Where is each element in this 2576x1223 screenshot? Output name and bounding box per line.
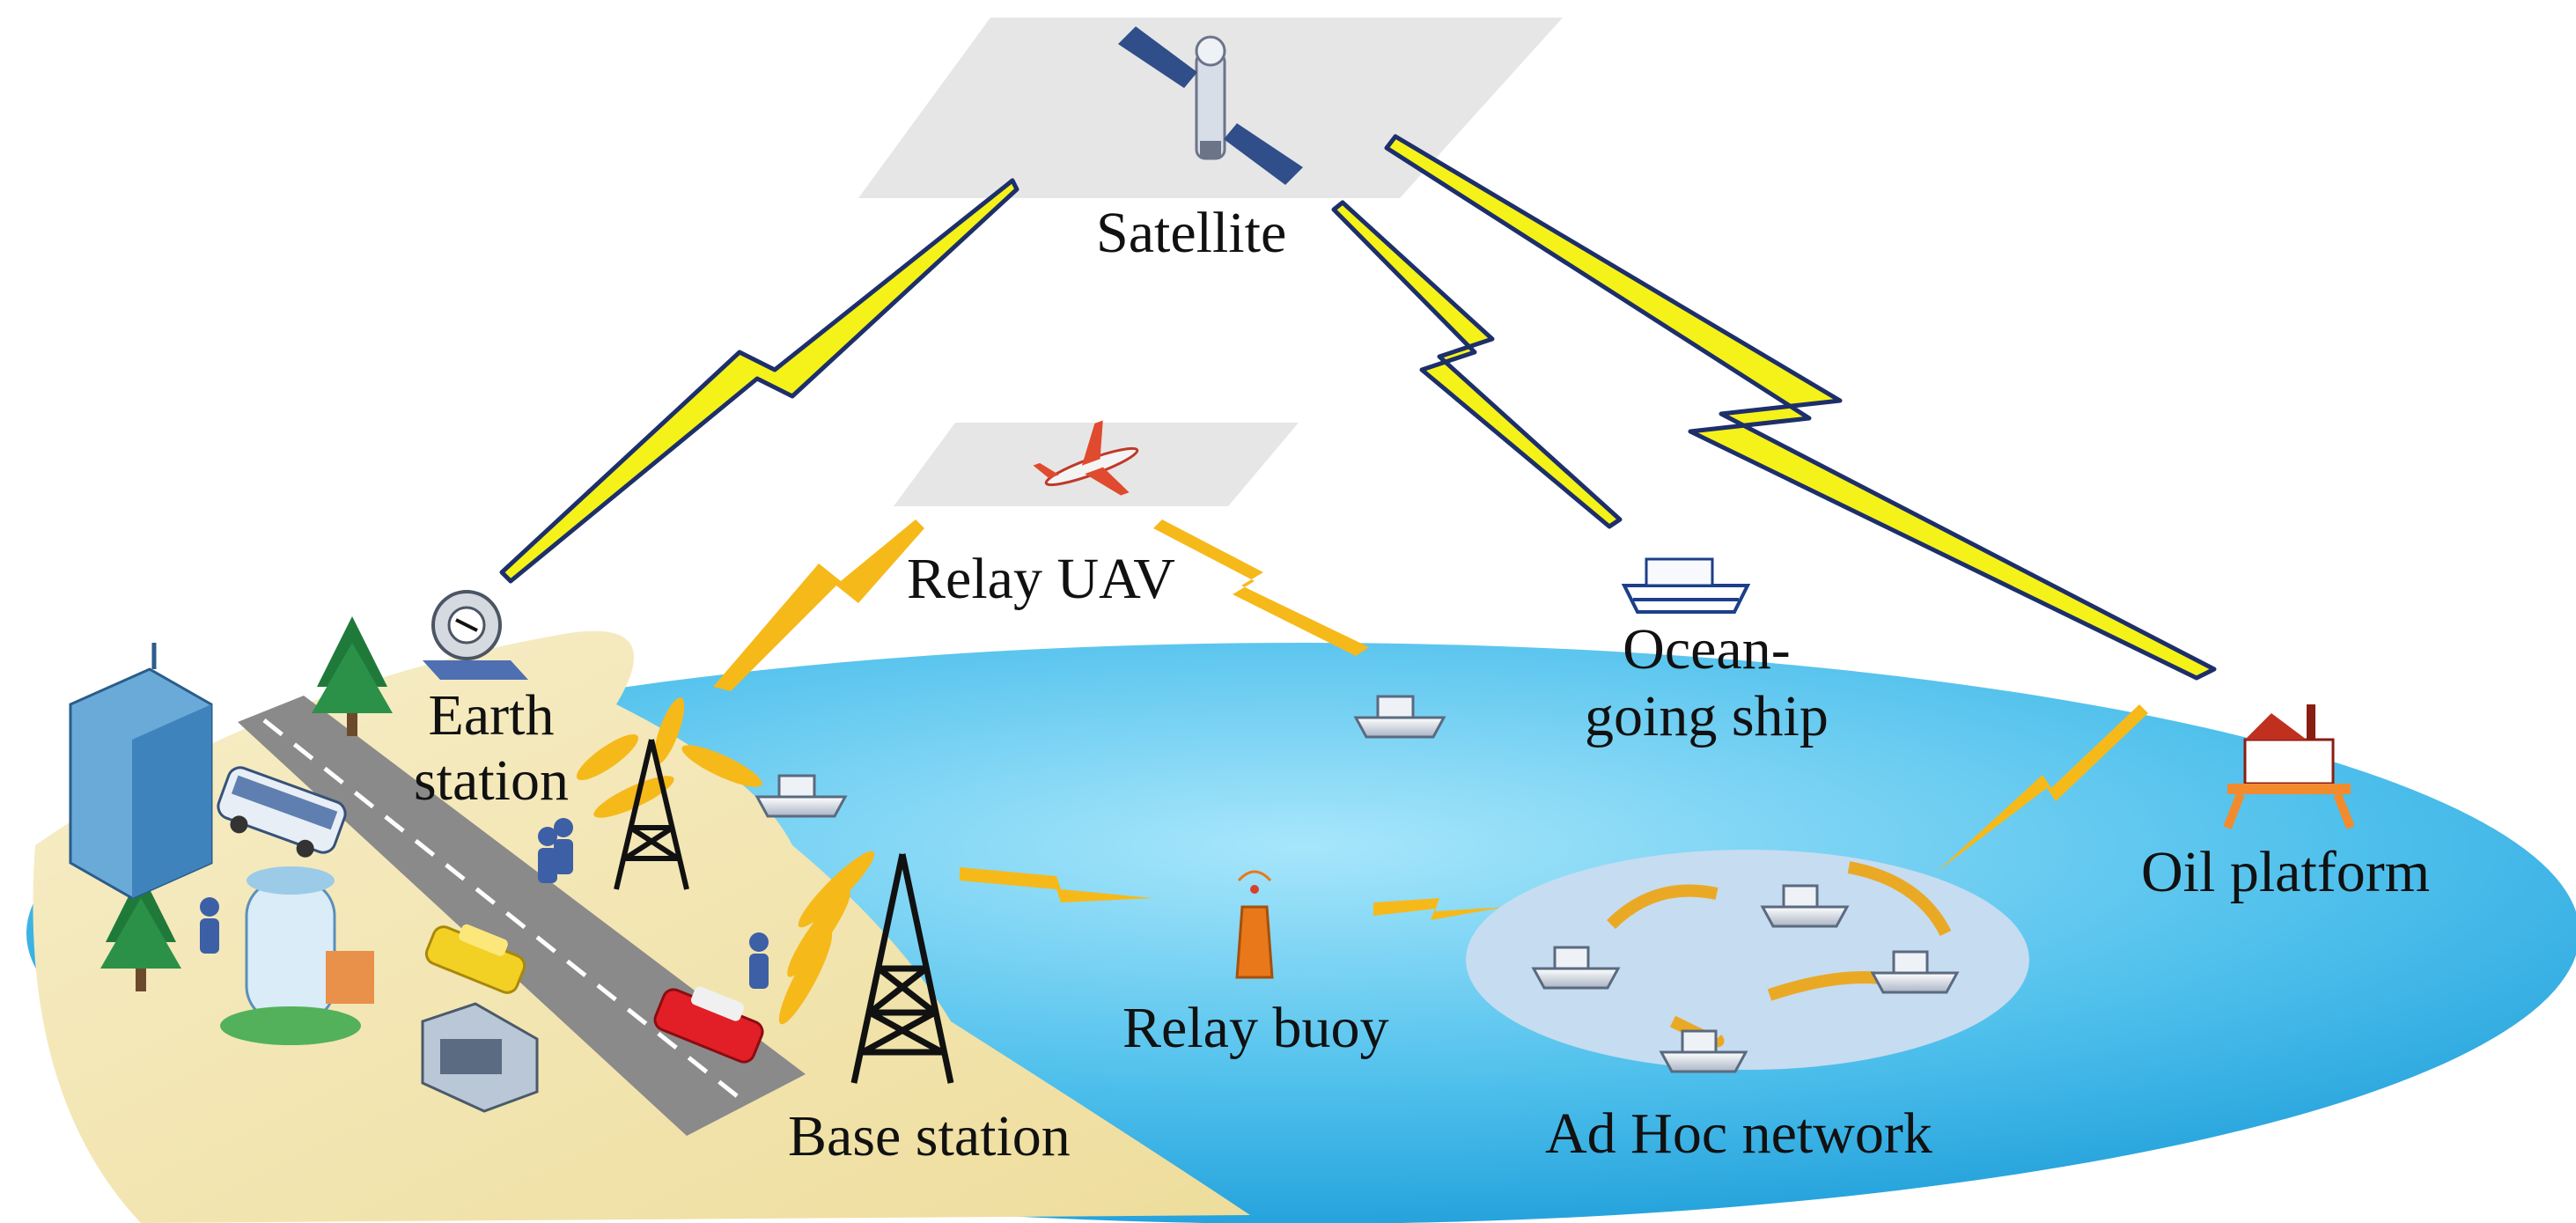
base-station-label: Base station xyxy=(788,1104,1071,1168)
relay-buoy-label: Relay buoy xyxy=(1122,996,1389,1060)
tree-icon xyxy=(312,616,393,736)
earth-station-label: Earth station xyxy=(414,683,569,813)
ship-icon xyxy=(1659,1029,1748,1073)
oil-platform-icon xyxy=(2223,704,2355,829)
adhoc-network-label: Ad Hoc network xyxy=(1545,1101,1932,1166)
car-icon xyxy=(653,986,764,1064)
satellite-link-oil-platform xyxy=(1384,134,2217,681)
adhoc-network xyxy=(1466,850,2029,1070)
satellite-link-ship xyxy=(1331,200,1623,529)
tower-icon xyxy=(850,853,954,1084)
airplane-icon xyxy=(1033,420,1139,496)
ship-icon xyxy=(1531,946,1621,990)
satellite-icon xyxy=(1118,26,1303,185)
bus-icon xyxy=(217,766,347,858)
car-icon xyxy=(424,924,526,994)
buoy-icon xyxy=(1235,870,1274,979)
radio-beams xyxy=(576,519,2148,1025)
tree-icon xyxy=(100,872,181,991)
ship-icon xyxy=(754,774,848,818)
building-icon xyxy=(421,1002,539,1113)
person-icon xyxy=(200,818,769,989)
satellite-link-earth-station xyxy=(499,178,1019,584)
ship-icon xyxy=(1353,695,1446,739)
oil-platform-label: Oil platform xyxy=(2141,840,2431,904)
dish-icon xyxy=(423,590,528,680)
tower-icon xyxy=(614,739,689,890)
relay-uav-label: Relay UAV xyxy=(907,547,1175,611)
ship-icon xyxy=(1760,884,1850,928)
ocean-ship-label: Ocean- going ship xyxy=(1585,617,1829,748)
ship-icon xyxy=(1870,950,1960,994)
building-icon xyxy=(69,643,213,900)
ship-icon xyxy=(1621,557,1751,614)
satellite-label: Satellite xyxy=(1096,201,1287,265)
building-icon xyxy=(220,866,374,1045)
